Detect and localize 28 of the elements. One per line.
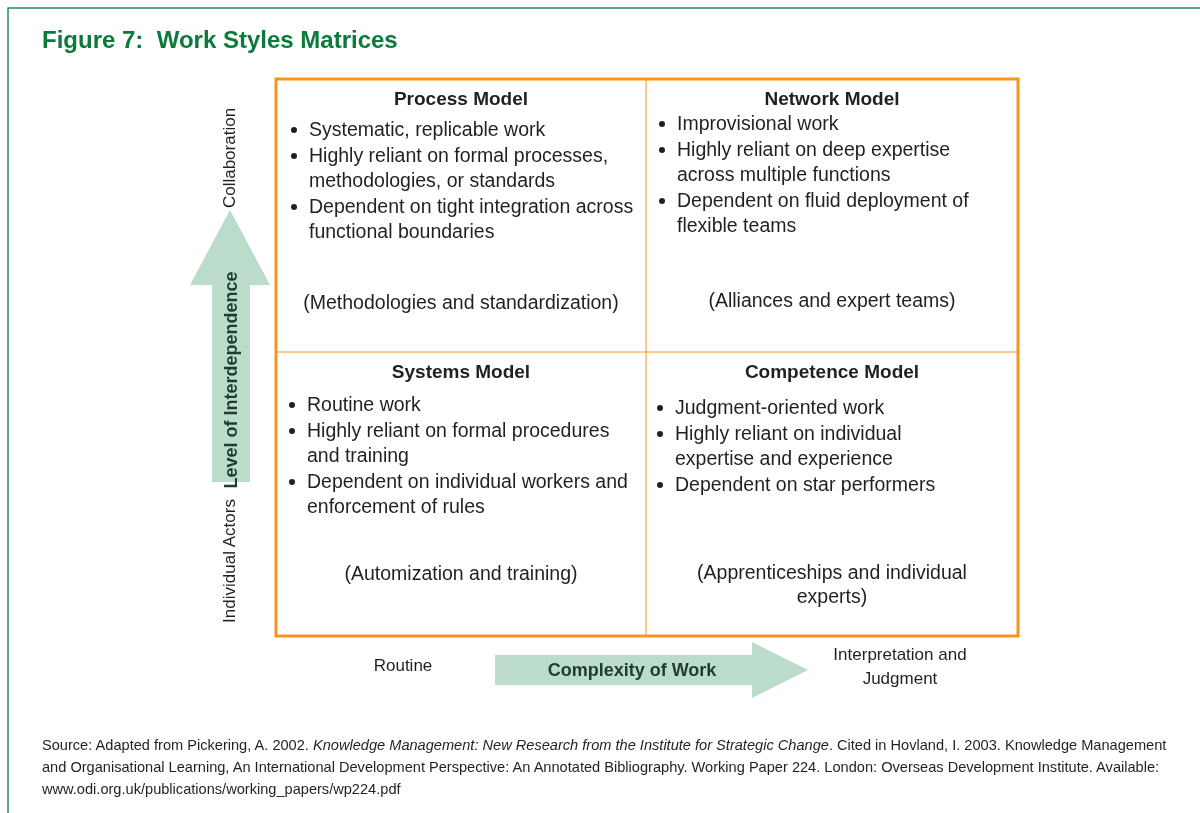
bullet-text: Highly reliant on individual expertise and experience [675,421,903,471]
quadrant-heading: Process Model [392,88,530,110]
quadrant-heading: Systems Model [390,361,532,383]
source-note: Source: Adapted from Pickering, A. 2002. Knowledge Management: New Research from the Institute for Strategic Change. Cited in Hovland, I. 2003. Knowledge Management and Organisational Learning, An International Development Perspective: An Annotated Bibliography. Working Paper 224. London: Overseas Development Institute. Available: www.odi.org.uk/publications/working_papers/wp224.pdf [42,736,1168,799]
note-text: (Methodologies and standardization) [302,290,620,314]
quadrant-heading: Competence Model [743,361,921,383]
note-text: (Alliances and expert teams) [707,288,957,312]
bullet-text: Improvisional work [677,111,839,136]
bullet-text: Judgment-oriented work [675,395,885,420]
bullet-text: Systematic, replicable work [309,117,546,142]
bullet-text: Routine work [307,392,421,417]
bullet-text: Dependent on fluid deployment of flexible teams [677,188,970,238]
bullet-text: Highly reliant on deep expertise across multiple functions [677,137,952,187]
axis-label: Routine [373,656,433,676]
axis-label: Interpretation and Judgment [832,644,968,690]
bullet-text: Dependent on individual workers and enforcement of rules [307,469,629,519]
bullet-text: Highly reliant on formal procedures and training [307,418,611,468]
bullet-text: Dependent on tight integration across functional boundaries [309,194,635,244]
note-text: (Apprenticeships and individual experts) [696,560,968,608]
axis-label: Collaboration [220,107,240,209]
figure-title: Figure 7: Work Styles Matrices [42,26,398,54]
axis-label: Individual Actors [220,499,240,623]
note-text: (Automization and training) [343,561,579,585]
axis-title: Complexity of Work [547,659,717,681]
bullet-text: Highly reliant on formal processes, methodologies, or standards [309,143,610,193]
quadrant-heading: Network Model [763,88,901,110]
bullet-text: Dependent on star performers [675,472,936,497]
axis-title: Level of Interdependence [220,271,242,489]
